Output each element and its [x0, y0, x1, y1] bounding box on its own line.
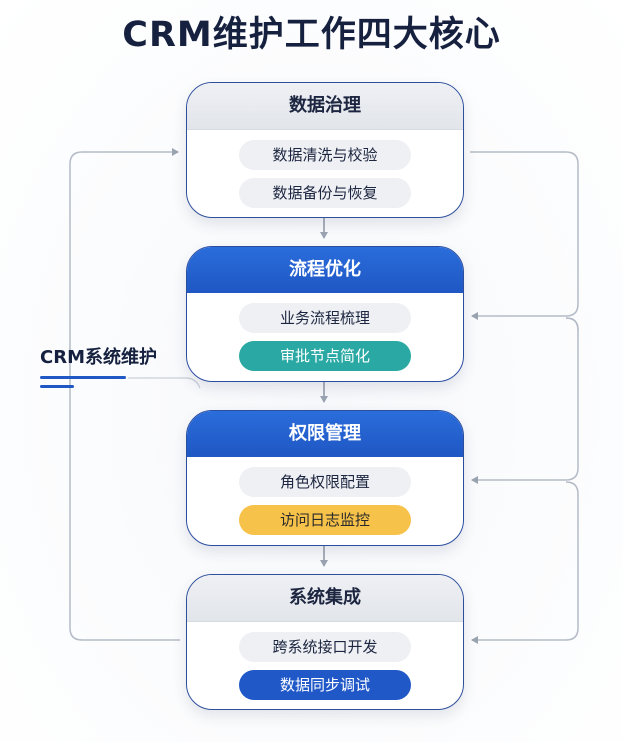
module-item-highlight: 访问日志监控 [239, 505, 411, 535]
side-label-underline [40, 376, 126, 379]
module-item: 数据清洗与校验 [239, 140, 411, 170]
module-card-data-governance: 数据治理 数据清洗与校验 数据备份与恢复 [186, 82, 464, 218]
module-card-process-optimization: 流程优化 业务流程梳理 审批节点简化 [186, 246, 464, 382]
right-loop-2-3b [471, 317, 579, 484]
module-item: 跨系统接口开发 [239, 632, 411, 662]
module-item: 数据备份与恢复 [239, 178, 411, 208]
module-title: 系统集成 [187, 575, 463, 622]
right-loop-1-2 [470, 151, 579, 320]
right-loop-3-4 [471, 481, 579, 644]
module-card-permission-management: 权限管理 角色权限配置 访问日志监控 [186, 410, 464, 546]
module-title: 权限管理 [187, 411, 463, 457]
left-loop-line [69, 148, 180, 641]
module-item-highlight: 审批节点简化 [239, 341, 411, 371]
module-item-highlight: 数据同步调试 [239, 670, 411, 700]
side-label: CRM系统维护 [40, 347, 157, 368]
module-title: 数据治理 [187, 83, 463, 130]
module-item: 角色权限配置 [239, 467, 411, 497]
module-title: 流程优化 [187, 247, 463, 293]
side-label-underline-short [40, 385, 74, 388]
page-title: CRM维护工作四大核心 [122, 15, 501, 55]
module-card-system-integration: 系统集成 跨系统接口开发 数据同步调试 [186, 574, 464, 710]
side-label-connector [128, 377, 201, 389]
module-item: 业务流程梳理 [239, 303, 411, 333]
